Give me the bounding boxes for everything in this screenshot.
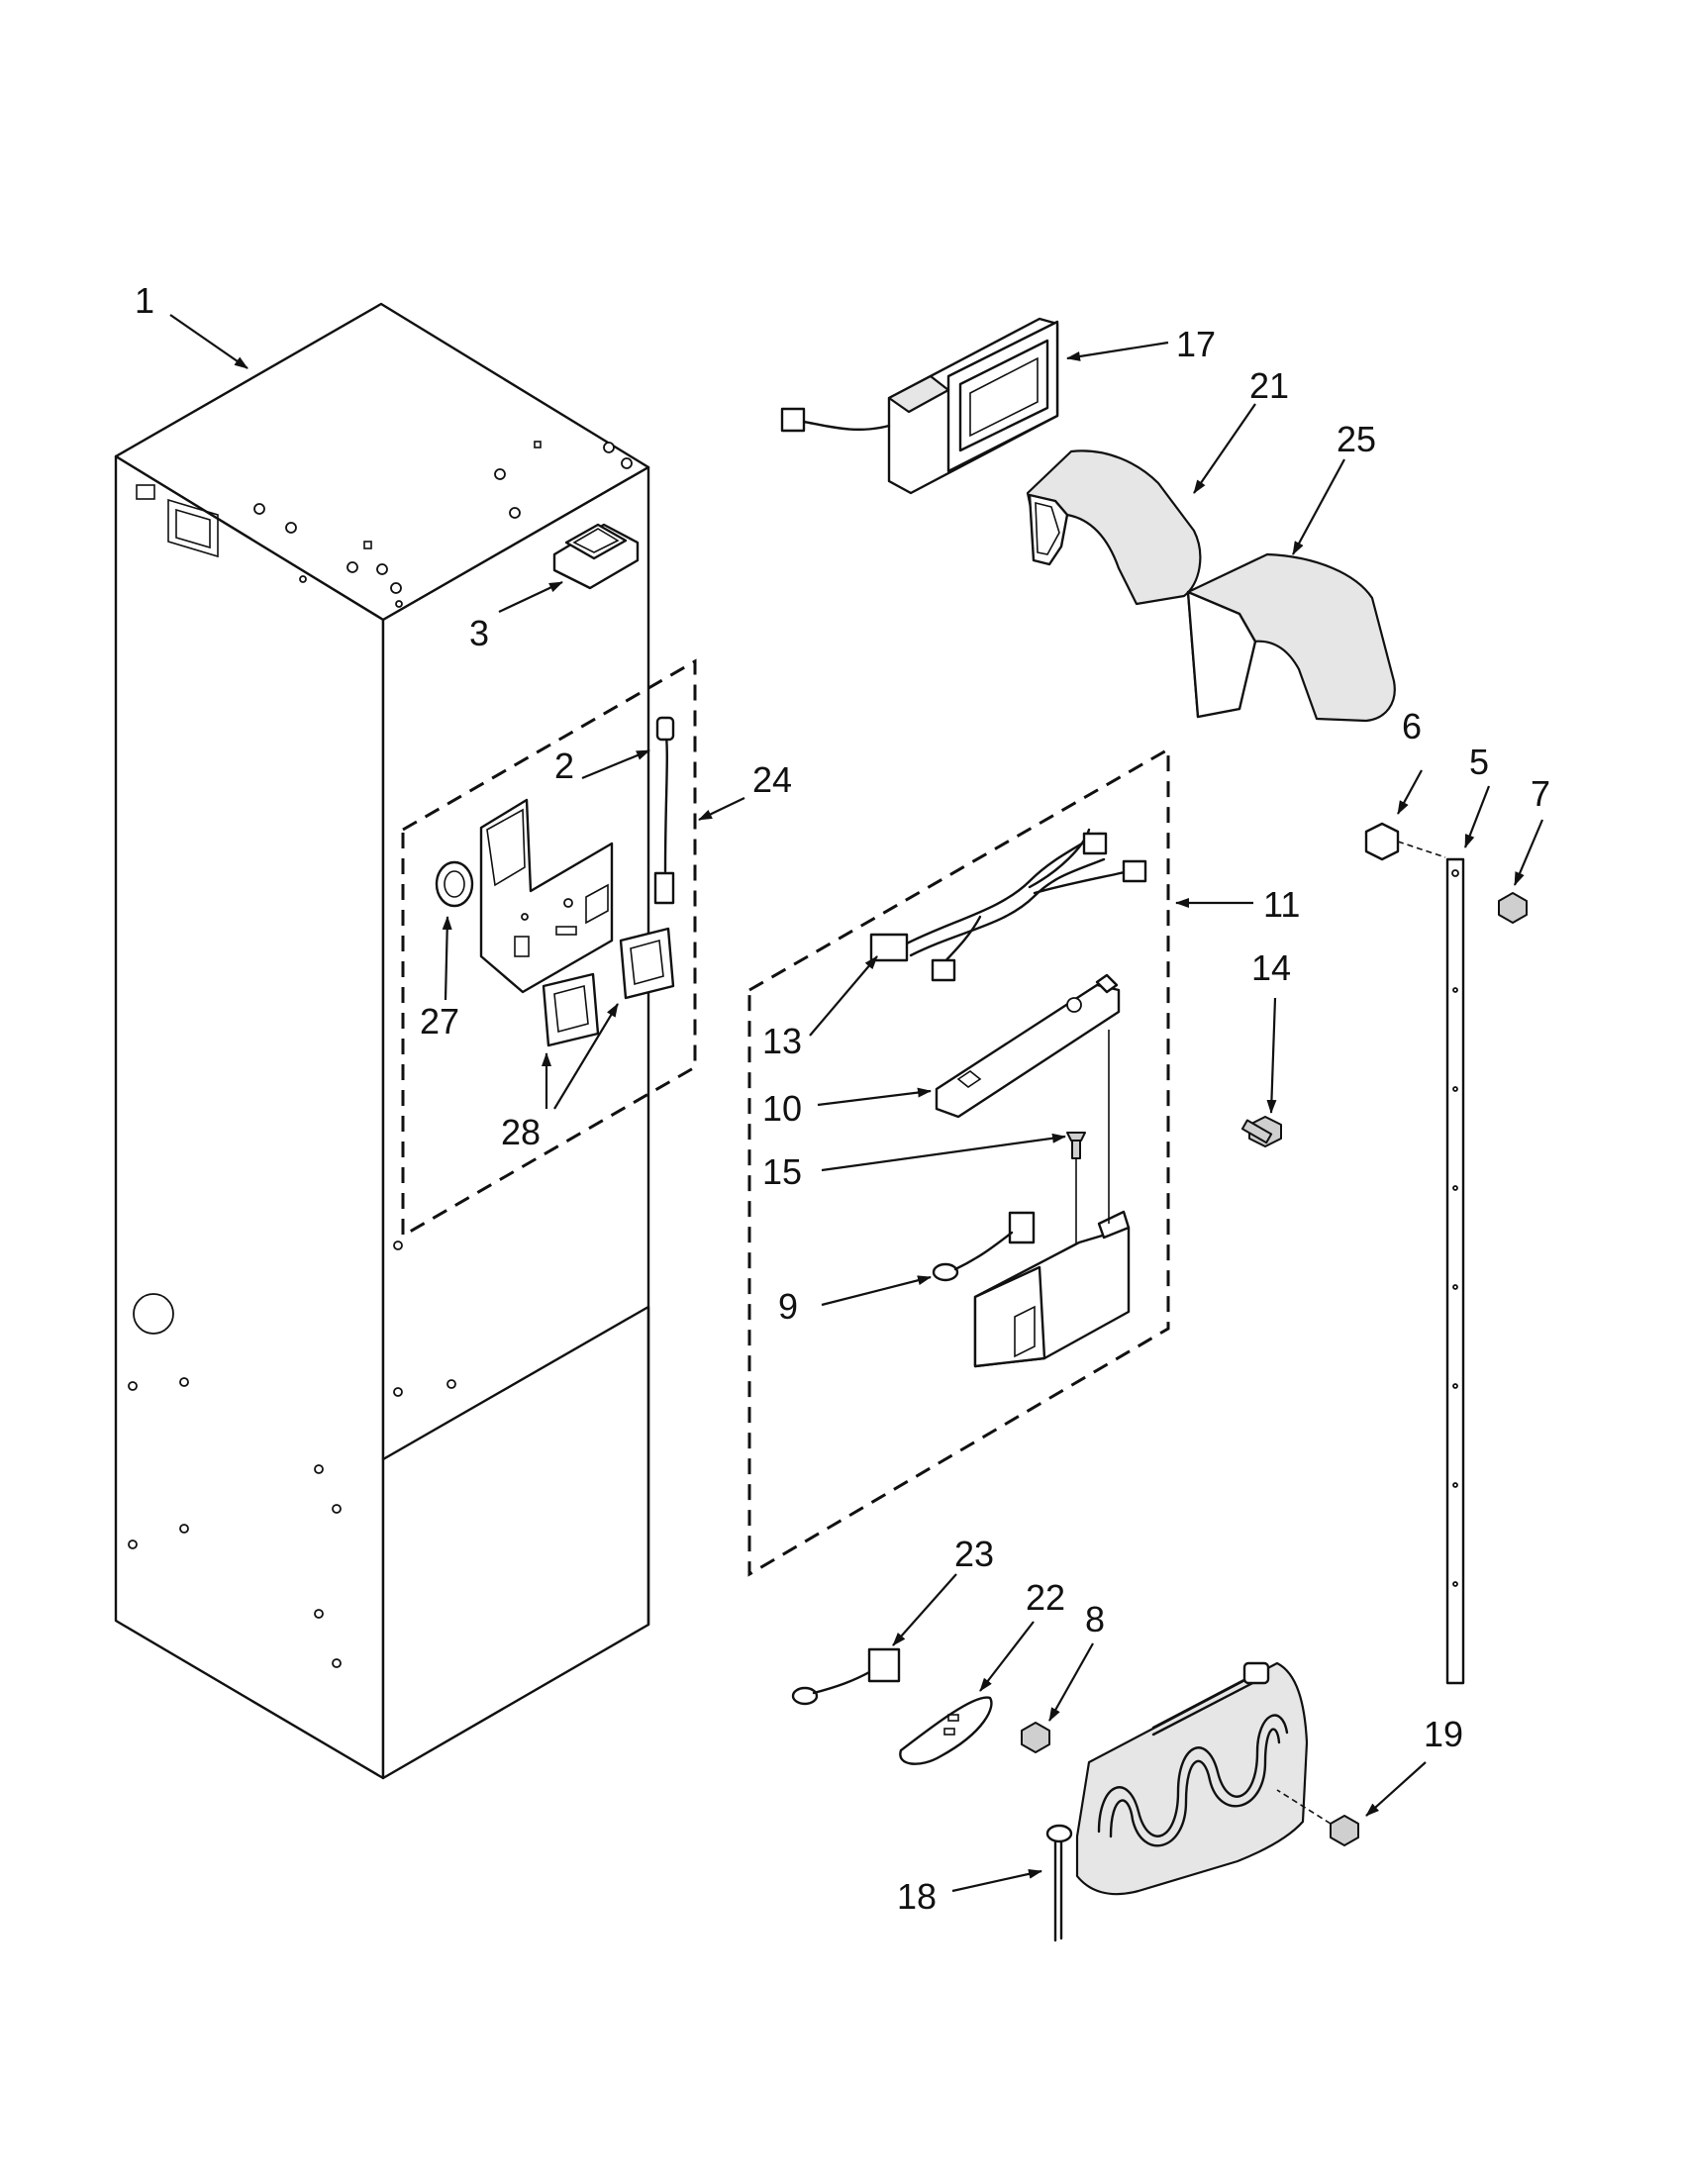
leader-22 <box>979 1621 1035 1692</box>
leader-15 <box>821 1133 1066 1172</box>
leader-2 <box>581 748 650 780</box>
leader-18 <box>951 1868 1042 1893</box>
callout-27: 27 <box>420 1001 459 1042</box>
callout-13: 13 <box>762 1021 802 1061</box>
leader-19 <box>1365 1761 1427 1817</box>
callout-1: 1 <box>135 280 154 321</box>
leader-24 <box>698 797 745 821</box>
callout-25: 25 <box>1337 419 1376 459</box>
leader-14 <box>1266 997 1277 1114</box>
part-25 <box>1186 552 1396 723</box>
callout-10: 10 <box>762 1088 802 1129</box>
part-5-rail <box>1445 857 1465 1685</box>
part-21 <box>1026 449 1202 606</box>
leader-3 <box>498 581 563 613</box>
callout-15: 15 <box>762 1151 802 1192</box>
part-7-screw <box>1498 892 1528 924</box>
callout-3: 3 <box>469 613 489 653</box>
part-23-sensor <box>791 1647 901 1706</box>
cabinet-part <box>114 302 650 1780</box>
leader-25 <box>1292 458 1345 555</box>
callout-23: 23 <box>954 1534 994 1574</box>
callout-19: 19 <box>1424 1714 1463 1754</box>
callout-9: 9 <box>778 1286 798 1327</box>
top-socket-part <box>552 523 640 590</box>
part-17 <box>780 317 1059 495</box>
leader-8 <box>1048 1642 1094 1722</box>
callout-numbers: 1 2 3 5 6 7 8 9 10 11 13 14 15 17 18 19 … <box>135 280 1550 1917</box>
callout-7: 7 <box>1531 773 1550 814</box>
leader-9 <box>821 1275 932 1307</box>
callout-17: 17 <box>1176 324 1216 364</box>
leader-28b <box>553 1003 619 1110</box>
part-6-clip <box>1364 822 1446 861</box>
leader-21 <box>1193 403 1256 494</box>
callout-6: 6 <box>1402 706 1422 746</box>
part-18-evaporator <box>1045 1661 1309 1942</box>
part-14-screw <box>1240 1116 1282 1147</box>
part-8-screw <box>1021 1722 1050 1753</box>
leader-7 <box>1513 819 1544 886</box>
leader-13 <box>809 955 878 1037</box>
part-19-screw <box>1276 1789 1359 1846</box>
callout-21: 21 <box>1249 365 1289 406</box>
callout-8: 8 <box>1085 1599 1105 1639</box>
callout-leaders <box>169 314 1544 1893</box>
control-group-24 <box>401 658 697 1239</box>
leader-1 <box>169 314 248 369</box>
leader-6 <box>1397 769 1423 815</box>
leader-10 <box>817 1087 932 1107</box>
sub-assembly-11 <box>747 746 1170 1577</box>
callout-24: 24 <box>752 759 792 800</box>
leader-5 <box>1463 785 1491 848</box>
callout-28: 28 <box>501 1112 541 1152</box>
callout-18: 18 <box>897 1876 937 1917</box>
callout-2: 2 <box>554 745 574 786</box>
callout-14: 14 <box>1251 947 1291 988</box>
part-22-bracket <box>899 1696 993 1765</box>
callout-11: 11 <box>1263 884 1300 925</box>
leader-17 <box>1066 341 1169 361</box>
callout-5: 5 <box>1469 742 1489 782</box>
leader-27 <box>442 916 452 1001</box>
callout-22: 22 <box>1026 1577 1065 1618</box>
leader-23 <box>892 1573 957 1646</box>
